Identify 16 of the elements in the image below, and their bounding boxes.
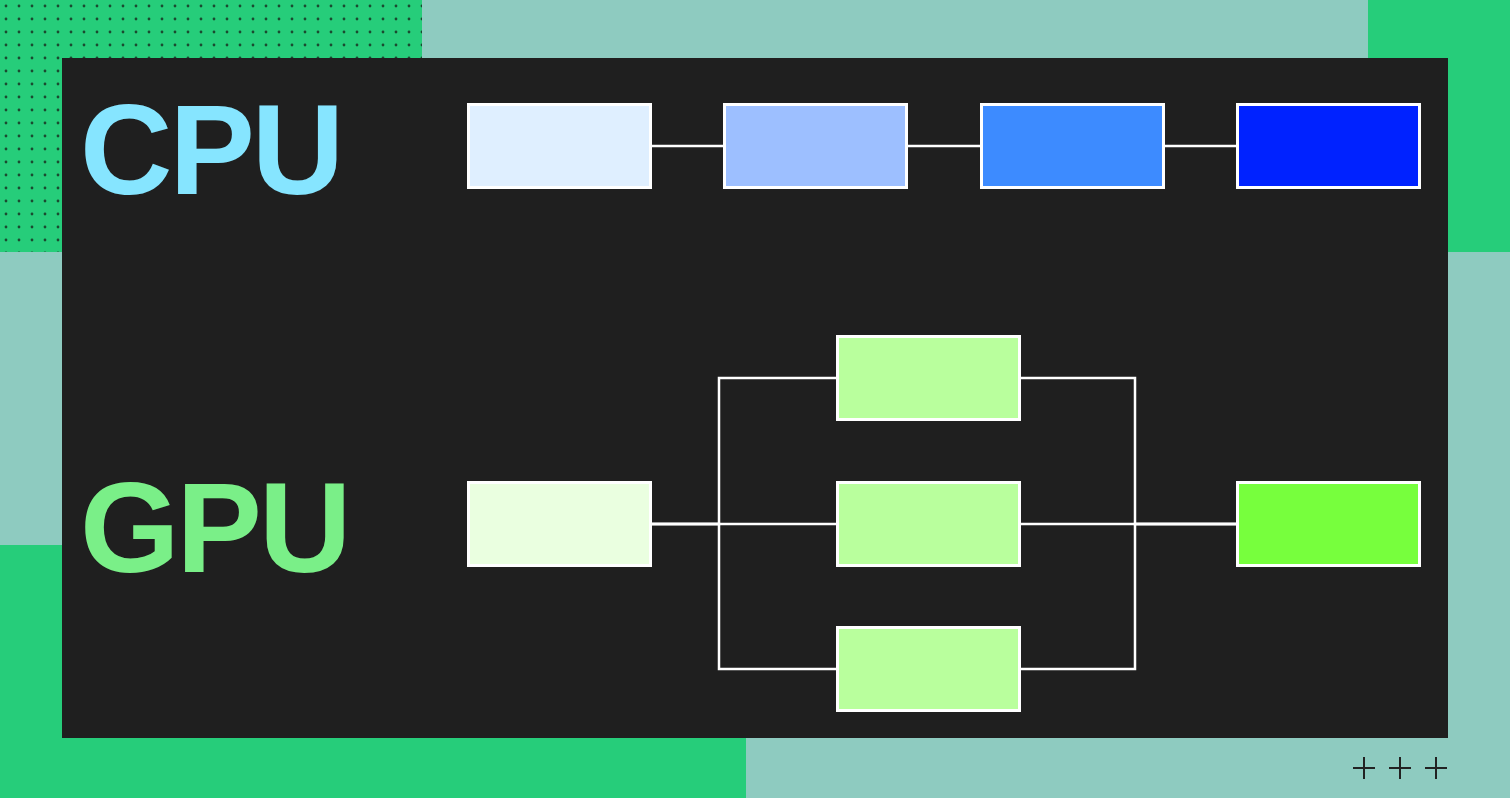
connector-line <box>908 144 980 148</box>
process-box <box>1236 481 1421 567</box>
process-box <box>836 335 1021 421</box>
heading-label: GPU <box>80 464 349 592</box>
heading-label: CPU <box>80 86 342 214</box>
process-box <box>467 481 652 567</box>
process-box <box>1236 103 1421 189</box>
connector-line <box>1021 522 1236 671</box>
process-box <box>980 103 1165 189</box>
connector-line <box>1165 144 1236 148</box>
connector-line <box>652 144 723 148</box>
connector-line <box>652 522 836 671</box>
process-box <box>723 103 908 189</box>
process-box <box>836 481 1021 567</box>
process-box <box>836 626 1021 712</box>
process-box <box>467 103 652 189</box>
